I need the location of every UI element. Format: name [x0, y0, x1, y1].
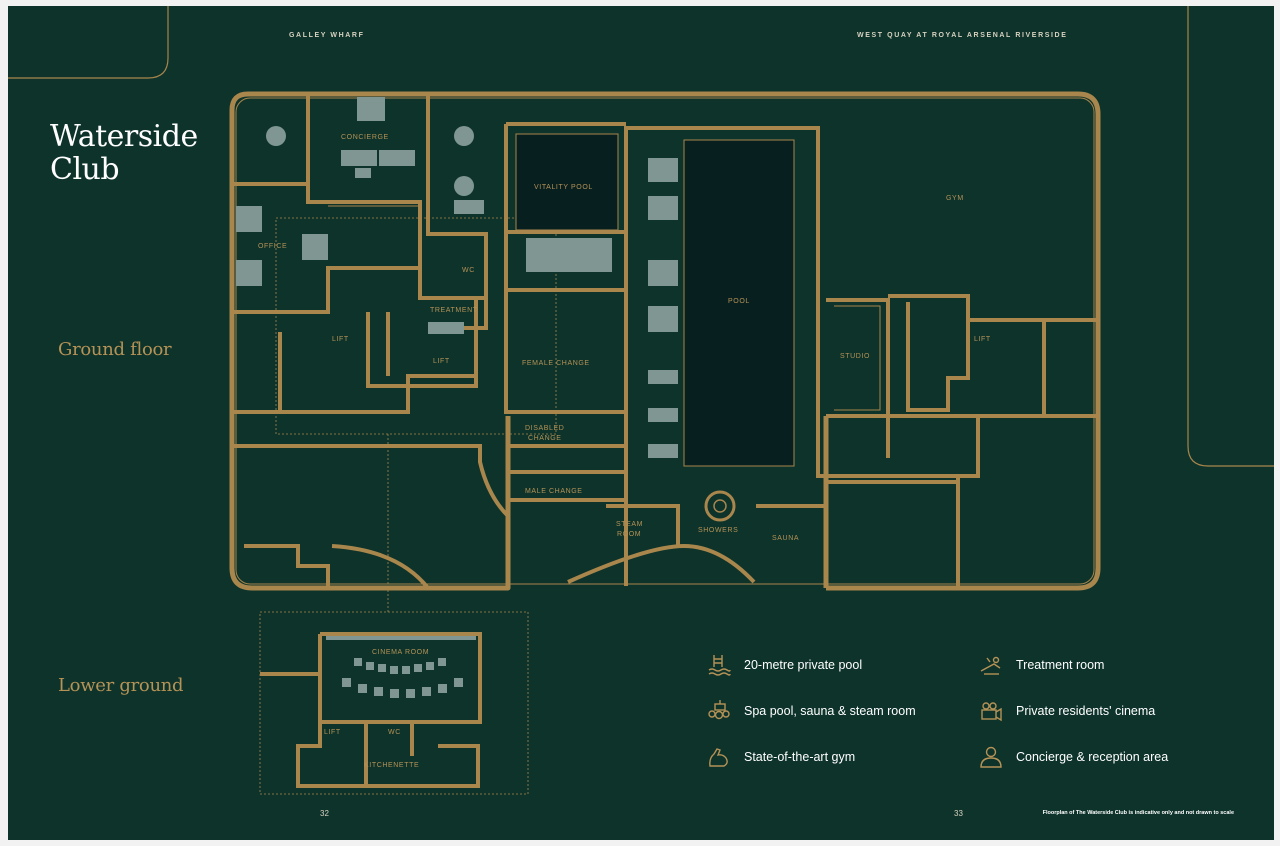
shower-ring: [704, 490, 736, 522]
lower-ground-walls: [260, 632, 482, 788]
room-treatment: TREATMENT: [430, 307, 478, 314]
interior-walls: [232, 94, 1098, 590]
shower-ring-inner: [713, 499, 727, 513]
massage-icon: [980, 656, 1001, 675]
page-number-right: 33: [954, 809, 963, 818]
floorplan: CONCIERGE OFFICE WC TREATMENT LIFT LIFT …: [8, 6, 1274, 795]
room-office: OFFICE: [258, 243, 287, 250]
legend-item-pool: 20-metre private pool: [706, 652, 862, 678]
room-showers: SHOWERS: [698, 527, 738, 534]
legend-label-concierge: Concierge & reception area: [1016, 750, 1169, 764]
header-right: WEST QUAY AT ROYAL ARSENAL RIVERSIDE: [857, 32, 1068, 39]
room-lift-2: LIFT: [433, 358, 450, 365]
room-steam-1: STEAM: [616, 521, 643, 528]
cinema-camera-icon: [981, 702, 1002, 722]
legend-label-spa: Spa pool, sauna & steam room: [744, 704, 916, 718]
road-outline-right: [1187, 6, 1274, 467]
showers-arc: [567, 543, 756, 584]
title-line-2: Club: [50, 152, 120, 187]
road-outline-left: [8, 6, 169, 79]
outer-walls: [229, 91, 1101, 591]
legend-label-pool: 20-metre private pool: [744, 658, 863, 672]
vitality-pool-water: [516, 134, 618, 230]
cinema-seats: [342, 658, 463, 698]
brochure-spread: GALLEY WHARF WEST QUAY AT ROYAL ARSENAL …: [8, 6, 1274, 840]
title-line-1: Waterside: [50, 119, 198, 154]
main-pool-water: [684, 140, 794, 466]
legend-item-spa: Spa pool, sauna & steam room: [706, 698, 916, 724]
person-icon: [980, 746, 1002, 768]
page-title: Waterside Club: [50, 120, 198, 186]
thin-outlines: [235, 97, 1095, 585]
room-male-change: MALE CHANGE: [525, 488, 583, 495]
room-gym: GYM: [946, 195, 964, 202]
legend-item-concierge: Concierge & reception area: [978, 744, 1168, 770]
legend-label-gym: State-of-the-art gym: [744, 750, 856, 764]
room-kitchenette: KITCHENETTE: [364, 762, 419, 769]
furniture: [236, 97, 678, 458]
room-disabled-change-2: CHANGE: [528, 435, 562, 442]
room-sauna: SAUNA: [772, 535, 799, 542]
room-lift-3: LIFT: [974, 336, 991, 343]
flexed-arm-icon: [709, 748, 728, 767]
legend-item-gym: State-of-the-art gym: [706, 744, 855, 770]
dashed-extent-ground: [275, 217, 557, 435]
room-lift-1: LIFT: [332, 336, 349, 343]
room-lift-lower: LIFT: [324, 729, 341, 736]
lower-ground-label: Lower ground: [58, 675, 184, 696]
cinema-screen: [326, 636, 476, 640]
disclaimer: Floorplan of The Waterside Club is indic…: [1042, 810, 1234, 816]
room-wc: WC: [462, 267, 475, 274]
legend-label-cinema: Private residents' cinema: [1016, 704, 1156, 718]
room-cinema: CINEMA ROOM: [372, 649, 429, 656]
dashed-extent-lower: [259, 611, 529, 795]
room-studio: STUDIO: [840, 353, 870, 360]
room-concierge: CONCIERGE: [341, 134, 389, 141]
legend-label-treatment: Treatment room: [1016, 658, 1105, 672]
room-disabled-change-1: DISABLED: [525, 425, 564, 432]
ground-floor-label: Ground floor: [58, 339, 172, 360]
room-female-change: FEMALE CHANGE: [522, 360, 590, 367]
legend-item-cinema: Private residents' cinema: [978, 698, 1155, 724]
page-number-left: 32: [320, 809, 329, 818]
spa-stones-icon: [708, 700, 730, 720]
room-wc-lower: WC: [388, 729, 401, 736]
room-vitality-pool: VITALITY POOL: [534, 184, 593, 191]
room-steam-2: ROOM: [617, 531, 641, 538]
legend-item-treatment: Treatment room: [978, 652, 1104, 678]
header-left: GALLEY WHARF: [289, 32, 365, 39]
room-pool: POOL: [728, 298, 750, 305]
pool-ladder-icon: [708, 655, 731, 676]
